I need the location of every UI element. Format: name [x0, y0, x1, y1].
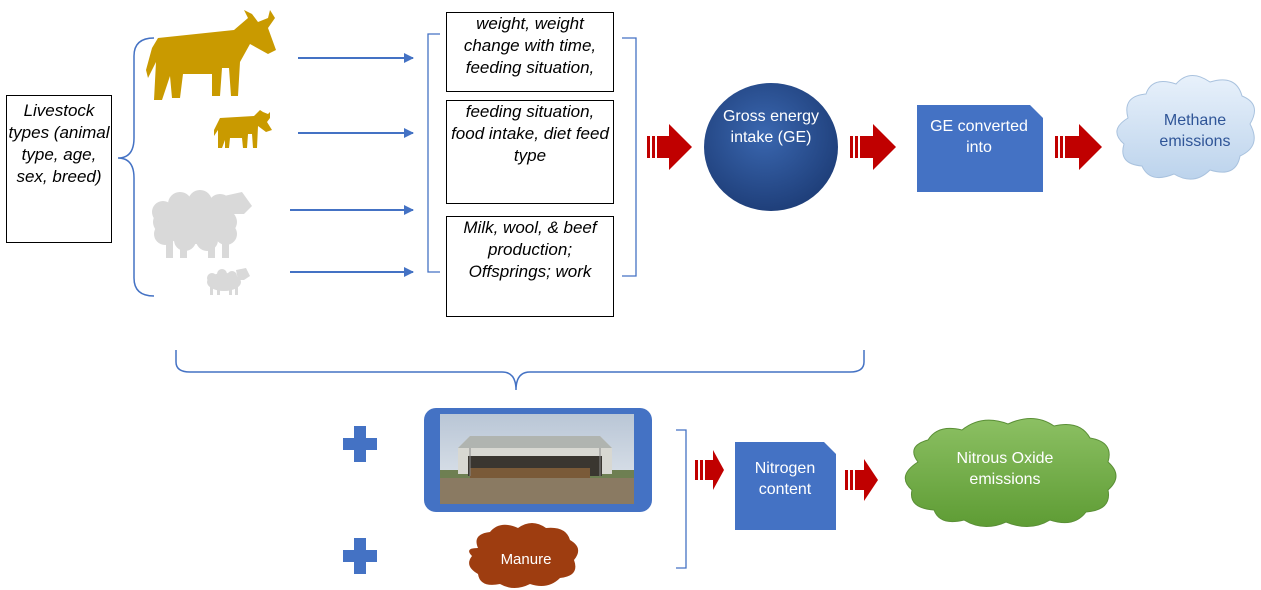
attribute-box-weight: weight, weight change with time, feeding… — [446, 12, 614, 92]
livestock-types-box: Livestock types (animal type, age, sex, … — [6, 95, 112, 243]
cow-small-icon — [214, 110, 272, 148]
photo-bracket — [676, 429, 687, 569]
attribute-box-feeding: feeding situation, food intake, diet fee… — [446, 100, 614, 204]
methane-label: Methane emissions — [1159, 112, 1231, 150]
gross-energy-label: Gross energy intake (GE) — [722, 108, 820, 146]
nitrogen-label: Nitrogen content — [754, 460, 816, 498]
nitrous-oxide-cloud — [904, 418, 1117, 527]
red-arrow-2 — [850, 124, 896, 170]
attribute-bracket-right — [622, 37, 637, 277]
livestock-brace — [117, 37, 155, 297]
cow-large-icon — [146, 10, 276, 100]
red-arrow-4 — [695, 450, 724, 490]
manure-cloud — [469, 523, 579, 588]
red-arrow-5 — [845, 459, 878, 501]
methane-cloud — [1116, 75, 1255, 180]
plus-icon — [343, 426, 377, 462]
nitrogen-node — [735, 442, 836, 530]
ge-converted-label: GE converted into — [930, 118, 1028, 156]
nitrous-oxide-label: Nitrous Oxide emissions — [956, 450, 1054, 488]
plus-icon-2 — [343, 538, 377, 574]
ge-converted-node — [917, 105, 1043, 192]
red-arrow-1 — [647, 124, 692, 170]
red-arrow-3 — [1055, 124, 1102, 170]
barn-photo — [424, 408, 652, 512]
attribute-bracket-left — [427, 33, 440, 273]
gross-energy-node — [704, 83, 838, 211]
attribute-box-production: Milk, wool, & beef production; Offspring… — [446, 216, 614, 317]
sheep-large-icon — [152, 190, 252, 258]
sheep-small-icon — [207, 268, 250, 295]
bottom-brace — [175, 350, 865, 391]
manure-label: Manure — [500, 551, 552, 568]
